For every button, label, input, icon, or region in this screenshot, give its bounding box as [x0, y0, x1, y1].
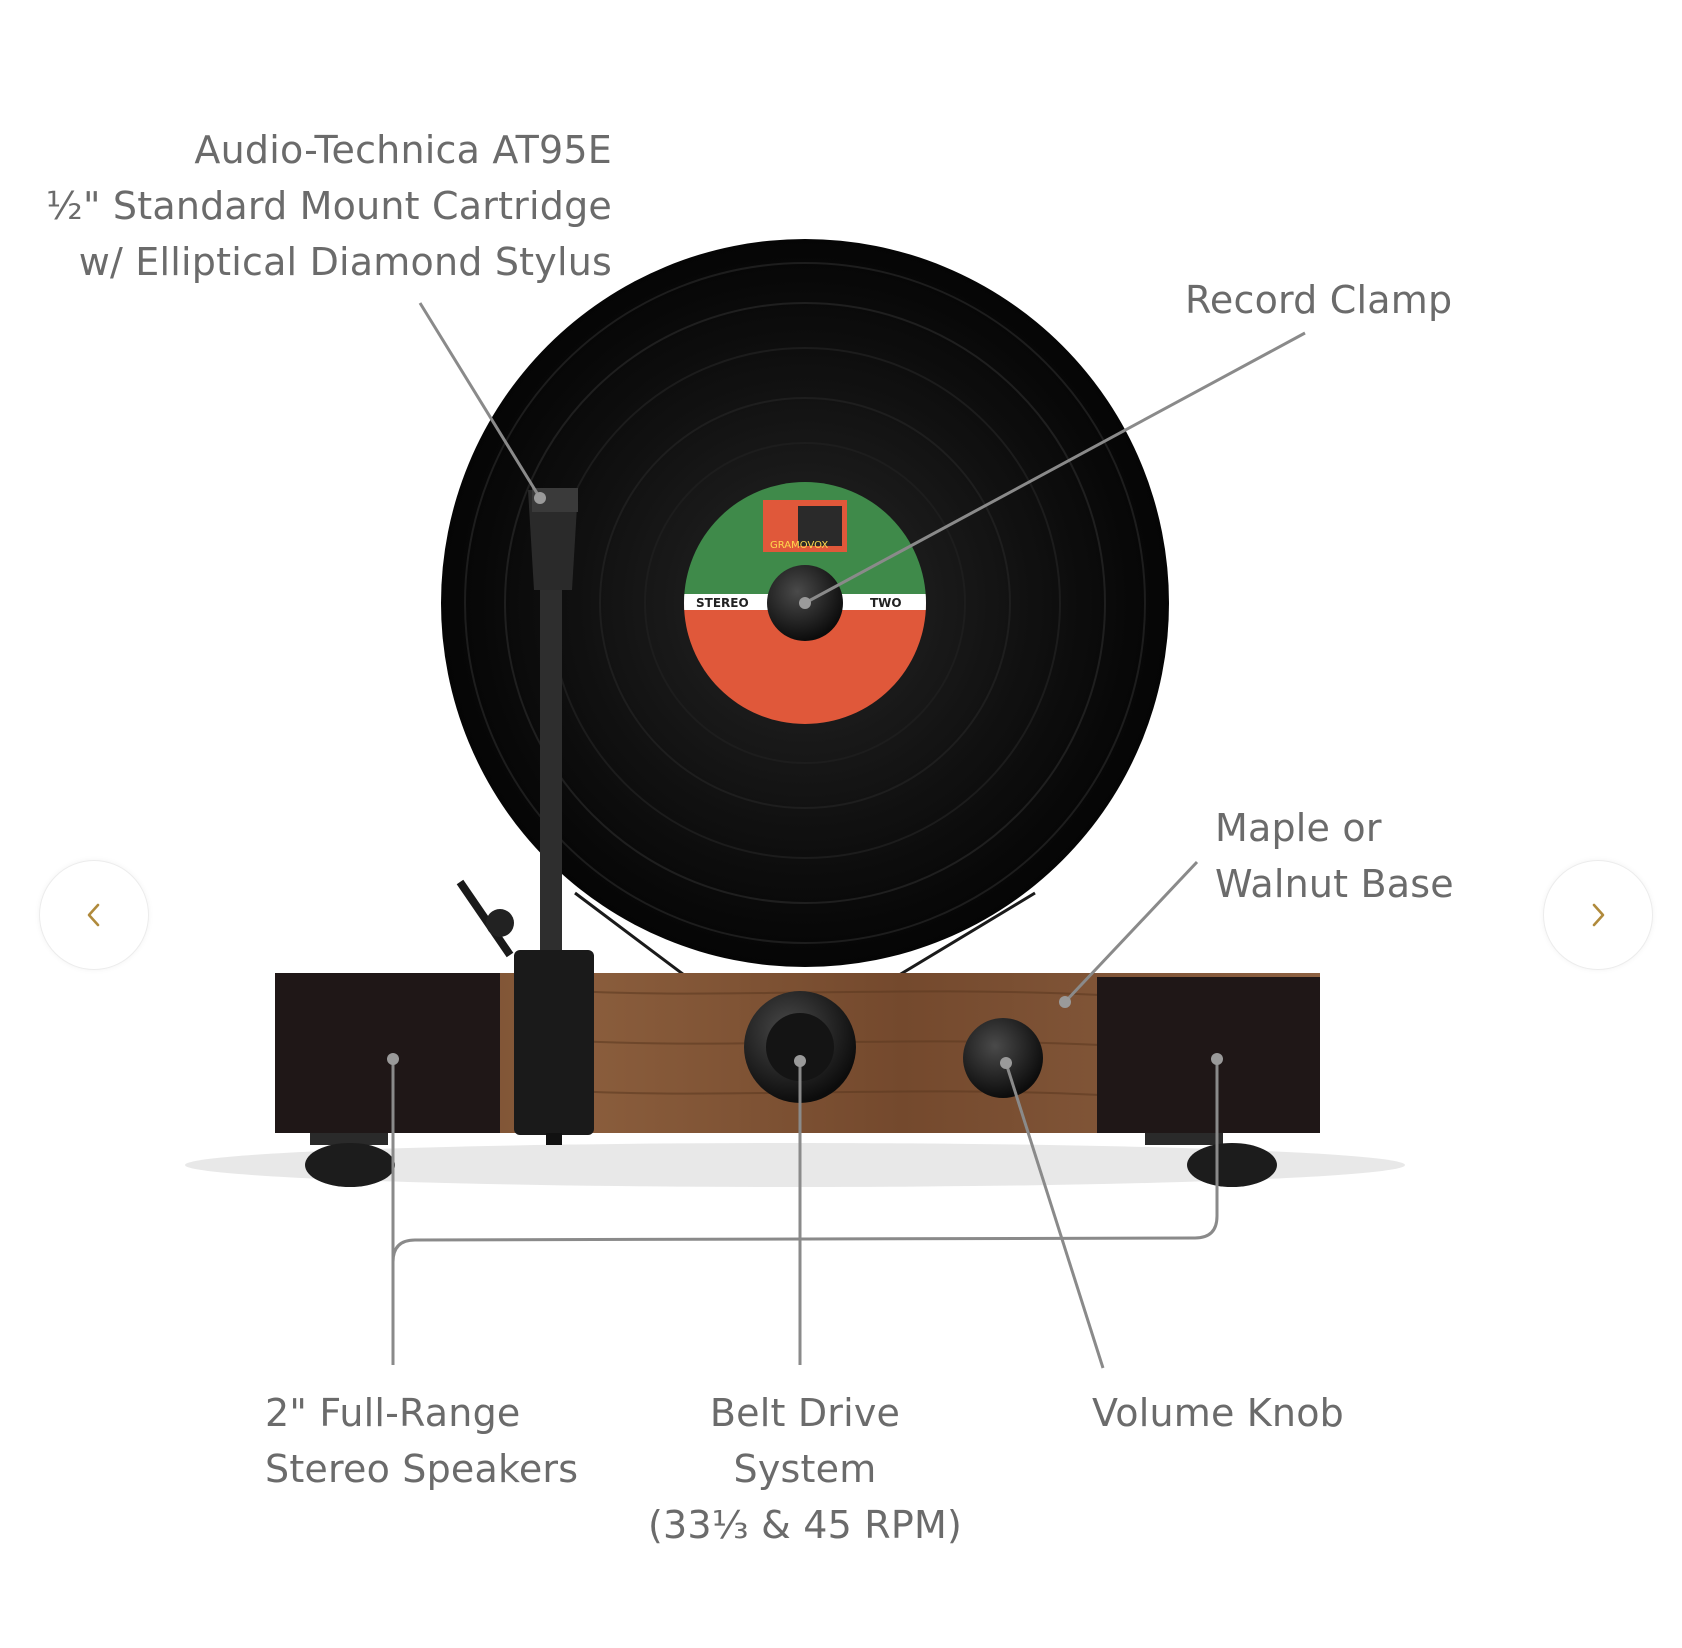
carousel-prev-button[interactable]	[39, 860, 149, 970]
left-speaker	[275, 973, 500, 1133]
base-shadow	[185, 1143, 1405, 1187]
label-left-text: STEREO	[696, 596, 749, 610]
cartridge-callout-line-3: w/ Elliptical Diamond Stylus	[78, 240, 612, 284]
cartridge-callout-line-2: ½" Standard Mount Cartridge	[45, 184, 612, 228]
tonearm	[456, 488, 594, 1145]
speakers-callout-line-1: 2" Full-Range	[265, 1391, 521, 1435]
record-clamp-callout: Record Clamp	[1185, 272, 1452, 328]
volume-knob-callout: Volume Knob	[1092, 1385, 1344, 1441]
label-right-text: TWO	[870, 596, 902, 610]
base-callout-line-1: Maple or	[1215, 806, 1382, 850]
cartridge-callout: Audio-Technica AT95E ½" Standard Mount C…	[46, 122, 612, 290]
base-callout-line-2: Walnut Base	[1215, 862, 1454, 906]
right-foot	[1187, 1143, 1277, 1187]
leader-dots	[387, 492, 1223, 1069]
belt-drive-callout-line-2: System	[733, 1447, 877, 1491]
left-foot	[305, 1143, 395, 1187]
record-clamp-callout-line-1: Record Clamp	[1185, 278, 1453, 322]
base-callout: Maple or Walnut Base	[1215, 800, 1454, 912]
chevron-right-icon	[1592, 903, 1605, 927]
belt-drive-callout: Belt Drive System (33⅓ & 45 RPM)	[620, 1385, 990, 1553]
leader-lines	[391, 302, 1306, 1369]
speakers-callout-line-2: Stereo Speakers	[265, 1447, 579, 1491]
label-brand: GRAMOVOX	[770, 540, 828, 551]
chevron-left-icon	[87, 903, 100, 927]
belt-drive-callout-line-3: (33⅓ & 45 RPM)	[648, 1503, 962, 1547]
cartridge-callout-line-1: Audio-Technica AT95E	[194, 128, 612, 172]
speakers-callout: 2" Full-Range Stereo Speakers	[265, 1385, 578, 1497]
right-speaker	[1097, 977, 1320, 1133]
carousel-next-button[interactable]	[1543, 860, 1653, 970]
volume-knob-callout-line-1: Volume Knob	[1092, 1391, 1344, 1435]
belt-drive-callout-line-1: Belt Drive	[709, 1391, 901, 1435]
